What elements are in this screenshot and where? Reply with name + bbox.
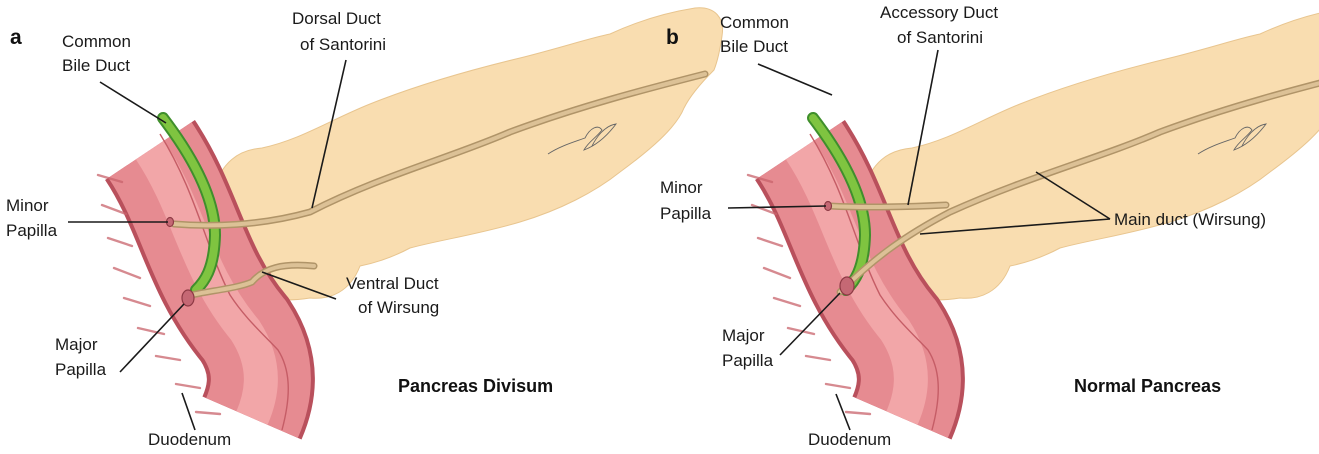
panel-b: b Common Bile Duct Accessory Duct of San… xyxy=(660,3,1319,449)
accessory-duct xyxy=(830,205,946,207)
label-b-major-papilla-1: Major xyxy=(722,326,765,345)
label-b-common-bile-duct-1: Common xyxy=(720,13,789,32)
label-b-minor-papilla-1: Minor xyxy=(660,178,703,197)
caption-a: Pancreas Divisum xyxy=(398,376,553,396)
label-b-accessory-duct-1: Accessory Duct xyxy=(880,3,998,22)
major-papilla-mark xyxy=(182,290,194,306)
label-a-ventral-duct-1: Ventral Duct xyxy=(346,274,439,293)
panel-a-anatomy xyxy=(98,8,723,430)
major-papilla-mark-b xyxy=(840,277,854,295)
label-a-major-papilla-1: Major xyxy=(55,335,98,354)
label-b-main-duct: Main duct (Wirsung) xyxy=(1114,210,1266,229)
label-a-dorsal-duct-1: Dorsal Duct xyxy=(292,9,381,28)
label-b-common-bile-duct-2: Bile Duct xyxy=(720,37,788,56)
caption-b: Normal Pancreas xyxy=(1074,376,1221,396)
label-a-common-bile-duct-2: Bile Duct xyxy=(62,56,130,75)
label-a-minor-papilla-1: Minor xyxy=(6,196,49,215)
label-a-ventral-duct-2: of Wirsung xyxy=(358,298,439,317)
label-a-dorsal-duct-2: of Santorini xyxy=(300,35,386,54)
label-b-accessory-duct-2: of Santorini xyxy=(897,28,983,47)
panel-b-letter: b xyxy=(666,26,679,49)
label-b-major-papilla-2: Papilla xyxy=(722,351,774,370)
label-b-minor-papilla-2: Papilla xyxy=(660,204,712,223)
label-b-duodenum: Duodenum xyxy=(808,430,891,449)
panel-a: a Common Bile Duct Dorsal Duct of Santor… xyxy=(6,8,723,449)
label-a-common-bile-duct-1: Common xyxy=(62,32,131,51)
panel-a-letter: a xyxy=(10,26,22,49)
label-a-minor-papilla-2: Papilla xyxy=(6,221,58,240)
label-a-duodenum: Duodenum xyxy=(148,430,231,449)
label-a-major-papilla-2: Papilla xyxy=(55,360,107,379)
